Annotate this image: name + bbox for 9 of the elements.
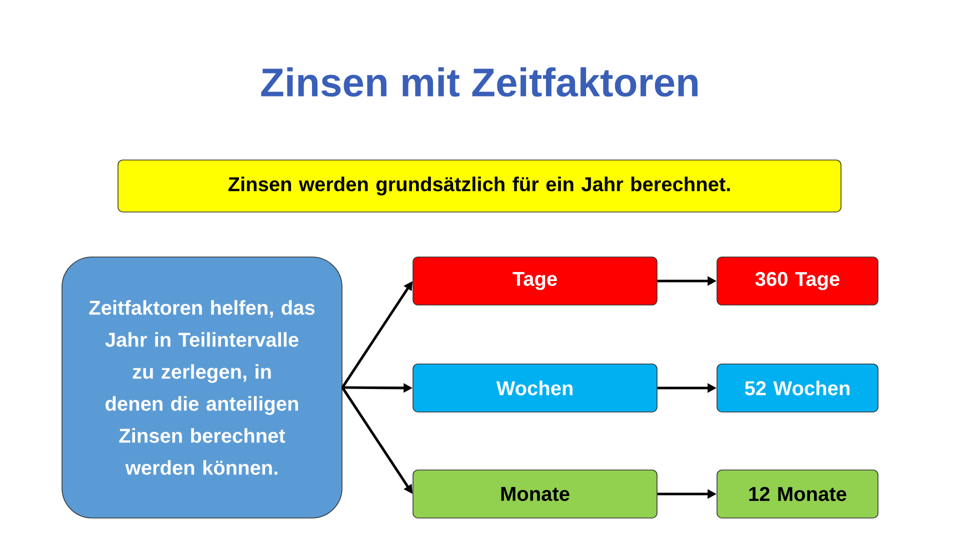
category-box: Wochen bbox=[412, 364, 658, 412]
explanation-box: Zeitfaktoren helfen, das Jahr in Teilintervalle zu zerlegen, in denen die anteiligen Zinsen berechnet werden können. bbox=[62, 256, 342, 518]
result-box: 52 Wochen bbox=[716, 364, 878, 412]
result-box: 12 Monate bbox=[716, 470, 878, 518]
title: Zinsen mit Zeitfaktoren bbox=[261, 67, 698, 97]
category-box: Monate bbox=[412, 470, 658, 518]
result-box: 360 Tage bbox=[716, 256, 878, 306]
category-box: Tage bbox=[412, 256, 658, 306]
statement-box: Zinsen werden grundsätzlich für ein Jahr berechnet. bbox=[118, 160, 842, 212]
